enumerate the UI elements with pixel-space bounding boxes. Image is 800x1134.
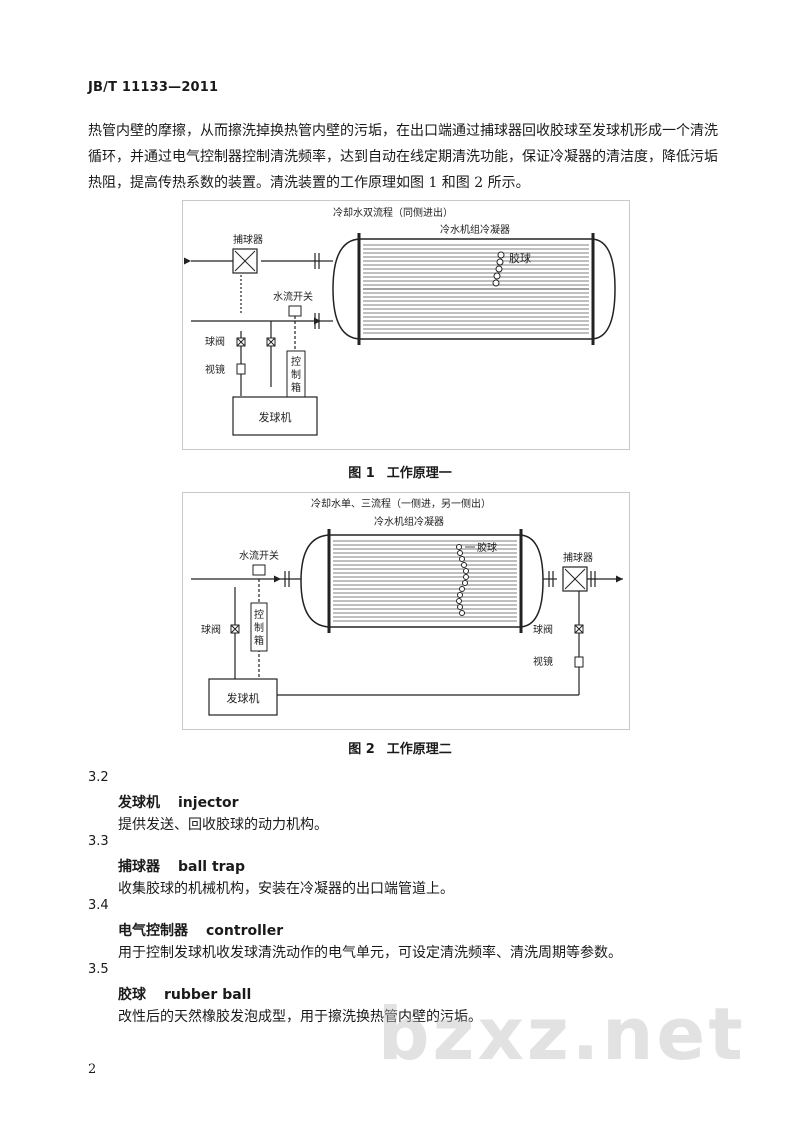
term-heading: 电气控制器 controller xyxy=(118,920,283,940)
fig2-control-box xyxy=(250,602,268,652)
figure-2-caption: 图 2 工作原理二 xyxy=(0,738,800,757)
figure-1-caption-text: 工作原理一 xyxy=(386,466,452,481)
figure-2-svg: 冷却水单、三流程（一侧进，另一侧出） 冷水机组冷凝器 胶球 xyxy=(191,497,623,716)
figure-1-caption: 图 1 工作原理一 xyxy=(0,462,800,481)
fig1-flanges xyxy=(314,253,320,329)
fig2-flanges xyxy=(284,571,596,587)
fig1-control-box-char: 控 xyxy=(291,355,301,368)
figure-2-caption-text: 工作原理二 xyxy=(386,742,452,757)
fig2-sight-glass-label: 视镜 xyxy=(533,655,553,668)
figure-1-caption-num: 图 1 xyxy=(348,466,375,481)
term-definition: 收集胶球的机械机构，安装在冷凝器的出口端管道上。 xyxy=(118,881,454,897)
term-en: injector xyxy=(178,795,239,811)
fig1-heat-exchange-tubes xyxy=(363,244,589,334)
section-number: 3.4 xyxy=(88,898,109,913)
term-cn: 胶球 xyxy=(118,987,146,1003)
fig1-sight-glass-icon xyxy=(236,363,246,375)
fig2-condenser-label: 冷水机组冷凝器 xyxy=(374,515,444,528)
term-heading: 发球机 injector xyxy=(118,792,239,812)
fig2-ball-valve-right-icon xyxy=(574,624,584,634)
intro-line: 热阻，提高传热系数的装置。清洗装置的工作原理如图 1 和图 2 所示。 xyxy=(88,175,530,191)
term-heading: 胶球 rubber ball xyxy=(118,984,251,1004)
fig2-injector-label: 发球机 xyxy=(227,691,260,705)
term-definition: 改性后的天然橡胶发泡成型，用于擦洗换热管内壁的污垢。 xyxy=(118,1009,482,1025)
fig2-rubber-balls xyxy=(456,544,469,616)
intro-line: 热管内壁的摩擦，从而擦洗掉换热管内壁的污垢，在出口端通过捕球器回收胶球至发球机形… xyxy=(88,123,718,139)
fig2-sight-glass-icon xyxy=(574,656,584,668)
standard-code-header: JB/T 11133—2011 xyxy=(88,80,219,95)
fig1-ball-label: 胶球 xyxy=(509,251,531,265)
fig2-ball-label: 胶球 xyxy=(477,541,497,554)
term-cn: 发球机 xyxy=(118,795,160,811)
section-number: 3.3 xyxy=(88,834,109,849)
fig1-injector-label: 发球机 xyxy=(259,410,292,424)
fig1-top-title: 冷却水双流程（同侧进出） xyxy=(333,206,453,219)
fig2-ball-valve-left-icon xyxy=(230,624,240,634)
fig1-control-box-char: 制 xyxy=(291,368,301,381)
fig1-injector-box xyxy=(232,396,318,436)
term-cn: 电气控制器 xyxy=(118,923,188,939)
figure-1-svg: 冷却水双流程（同侧进出） 冷水机组冷凝器 胶球 xyxy=(183,206,616,436)
fig2-injector-box xyxy=(208,678,278,716)
intro-paragraph: 热管内壁的摩擦，从而擦洗掉换热管内壁的污垢，在出口端通过捕球器回收胶球至发球机形… xyxy=(88,118,724,196)
fig1-flow-switch-icon xyxy=(288,305,302,317)
fig1-ball-valve-label: 球阀 xyxy=(205,335,225,348)
fig2-heat-exchange-tubes xyxy=(333,540,517,622)
term-cn: 捕球器 xyxy=(118,859,160,875)
section-number: 3.2 xyxy=(88,770,109,785)
figure-2-diagram: 冷却水单、三流程（一侧进，另一侧出） 冷水机组冷凝器 胶球 xyxy=(182,492,630,730)
intro-line: 循环，并通过电气控制器控制清洗频率，达到自动在线定期清洗功能，保证冷凝器的清洁度… xyxy=(88,149,718,165)
fig1-flow-switch-label: 水流开关 xyxy=(273,290,313,303)
term-heading: 捕球器 ball trap xyxy=(118,856,245,876)
fig1-rubber-balls xyxy=(492,251,505,287)
fig1-ball-trap-label: 捕球器 xyxy=(233,233,263,246)
watermark: bzxz.net xyxy=(378,992,746,1076)
fig2-flow-switch-icon xyxy=(252,564,266,576)
fig1-condenser-label: 冷水机组冷凝器 xyxy=(440,223,510,236)
figure-2-caption-num: 图 2 xyxy=(348,742,375,757)
fig1-control-box-char: 箱 xyxy=(291,381,301,394)
figure-1-diagram: 冷却水双流程（同侧进出） 冷水机组冷凝器 胶球 xyxy=(182,200,630,450)
fig2-control-box-char: 控 xyxy=(254,608,264,621)
fig1-sight-glass-label: 视镜 xyxy=(205,363,225,376)
term-definition: 用于控制发球机收发球清洗动作的电气单元，可设定清洗频率、清洗周期等参数。 xyxy=(118,945,622,961)
fig2-condenser-vessel xyxy=(300,529,544,633)
term-en: controller xyxy=(206,923,284,939)
fig2-ball-trap-label: 捕球器 xyxy=(563,551,593,564)
page-number: 2 xyxy=(88,1062,97,1077)
section-number: 3.5 xyxy=(88,962,109,977)
term-en: rubber ball xyxy=(164,987,252,1003)
fig2-control-box-char: 制 xyxy=(254,621,264,634)
term-definition: 提供发送、回收胶球的动力机构。 xyxy=(118,817,328,833)
fig2-ball-valve-left-label: 球阀 xyxy=(201,623,221,636)
fig2-control-box-char: 箱 xyxy=(254,634,264,647)
fig2-ball-trap-icon xyxy=(562,566,588,592)
fig2-ball-valve-right-label: 球阀 xyxy=(533,623,553,636)
term-en: ball trap xyxy=(178,859,246,875)
fig1-ball-trap-icon xyxy=(232,248,258,274)
fig2-flow-switch-label: 水流开关 xyxy=(239,549,279,562)
fig1-ball-valve-icon xyxy=(236,337,276,347)
fig2-top-title: 冷却水单、三流程（一侧进，另一侧出） xyxy=(311,497,491,510)
